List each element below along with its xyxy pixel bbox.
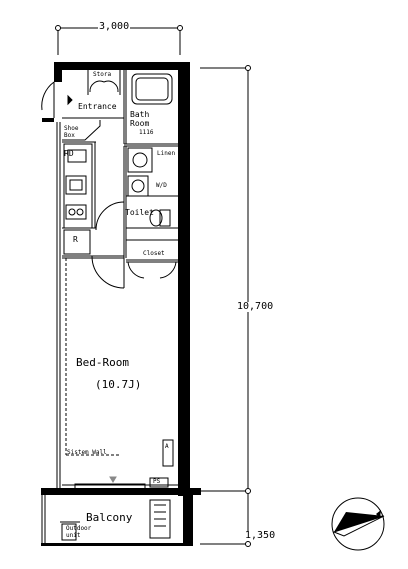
kitchen-rd-label: RD: [64, 149, 74, 158]
bedroom-door: [91, 255, 177, 289]
interior-partitions: [62, 70, 178, 263]
dimension-right-label: 10,700: [236, 301, 275, 312]
system-wall-line: [65, 258, 120, 456]
balcony-label: Balcony: [86, 511, 133, 524]
outdoor-unit-label: Outdoor unit: [66, 525, 92, 539]
wash-area: [95, 147, 171, 231]
fridge: [63, 229, 91, 255]
bedroom-window: [62, 476, 178, 490]
outer-walls: [41, 62, 201, 546]
compass-north-arrow-icon: [331, 497, 385, 551]
linen-label: Linen: [157, 150, 176, 157]
aircon-unit: [162, 439, 174, 467]
wd-label: W/D: [156, 182, 167, 189]
left-wall: [41, 122, 61, 543]
system-wall-label: Sistem Wall: [67, 449, 107, 456]
entrance-door: [41, 81, 73, 118]
entrance-label: Entrance: [78, 102, 117, 111]
dimension-bottom-label: 1,350: [244, 530, 277, 541]
bath-room-label: Bath Room: [130, 110, 150, 129]
closet-label: Closet: [143, 250, 165, 257]
toilet-label: Toilet: [125, 208, 154, 217]
bed-room-size-label: (10.7J): [95, 378, 142, 391]
kitchen-counter: [63, 143, 93, 229]
bath-room-sub-label: 1116: [139, 129, 154, 136]
balcony-details: [60, 499, 171, 541]
dimension-top-label: 3,000: [98, 21, 131, 32]
bathtub: [131, 73, 173, 105]
fridge-label: R: [73, 235, 78, 244]
pipe-shaft-label: PS: [153, 478, 161, 485]
shoe-box-label: Shoe Box: [64, 125, 79, 139]
aircon-label: A: [165, 443, 169, 450]
pipe-shaft: [149, 477, 169, 488]
bed-room-label: Bed-Room: [76, 356, 129, 369]
storage-label: Stora: [93, 71, 112, 78]
